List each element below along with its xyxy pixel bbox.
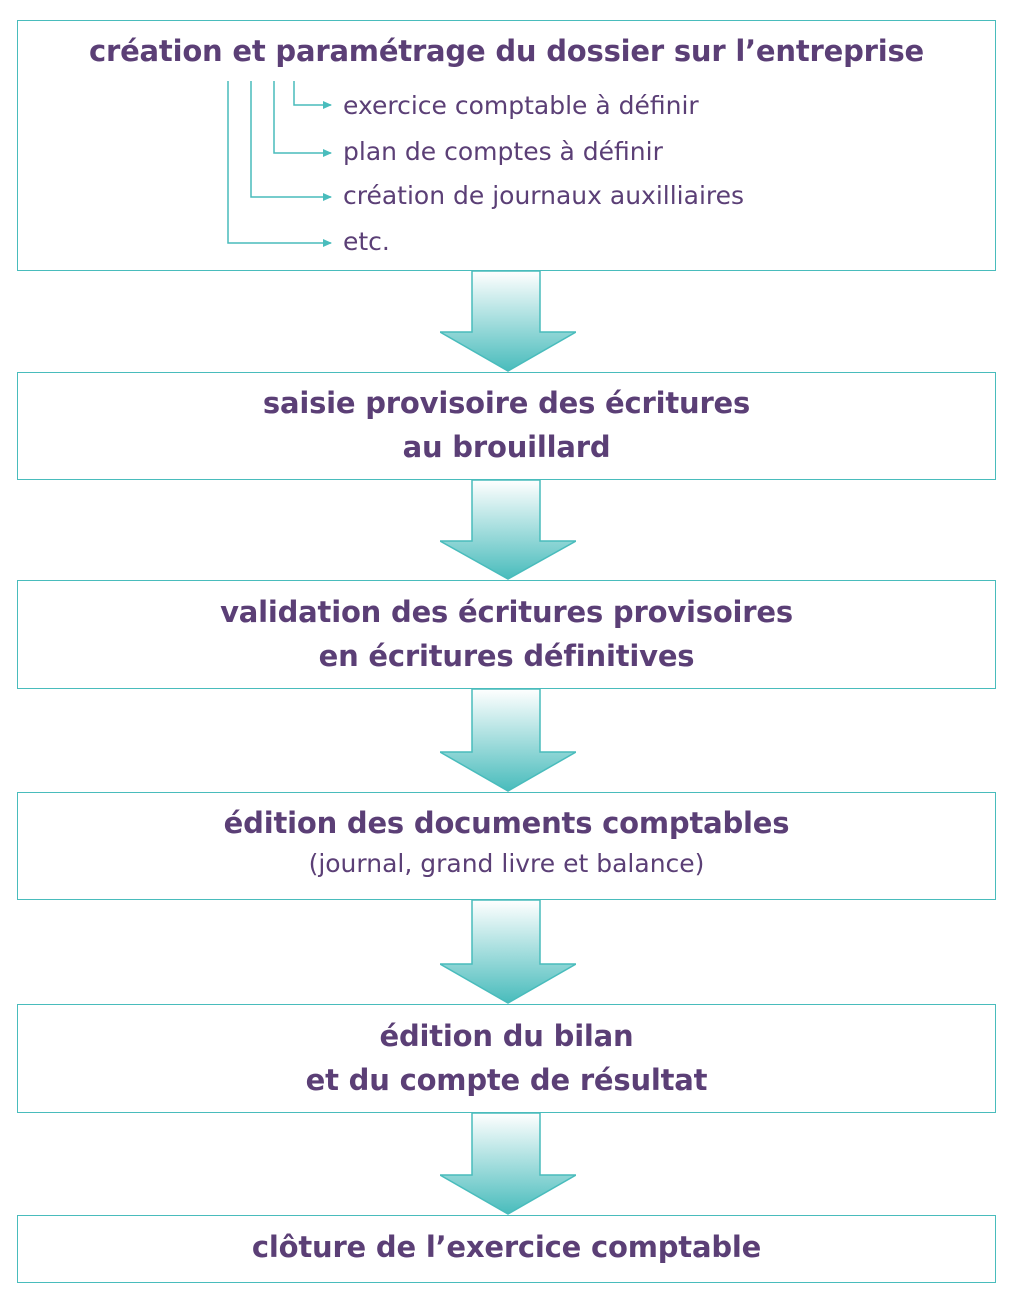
step-subtitle-documents: (journal, grand livre et balance) <box>308 849 705 878</box>
sub-item-exercice: exercice comptable à définir <box>343 91 699 120</box>
flow-arrow-1 <box>440 271 576 372</box>
sub-item-plan: plan de comptes à définir <box>343 137 663 166</box>
step-title-bilan-line2: et du compte de résultat <box>305 1063 708 1097</box>
sub-item-journaux: création de journaux auxilliaires <box>343 181 745 210</box>
step-title-validation-line2: en écritures définitives <box>318 639 695 673</box>
step-box-bilan: édition du bilan et du compte de résulta… <box>17 1004 996 1113</box>
flow-arrow-4 <box>440 900 576 1004</box>
connector-exercice <box>293 81 332 109</box>
sub-item-etc: etc. <box>343 227 390 256</box>
connector-plan <box>273 81 332 157</box>
step-title-setup: création et paramétrage du dossier sur l… <box>88 34 925 68</box>
step-title-documents: édition des documents comptables <box>223 806 790 840</box>
step-title-saisie-line2: au brouillard <box>402 430 611 464</box>
step-box-cloture: clôture de l’exercice comptable <box>17 1215 996 1283</box>
connector-journaux <box>250 81 332 201</box>
connector-lines <box>227 81 332 247</box>
step-box-validation: validation des écritures provisoires en … <box>17 580 996 689</box>
flow-arrow-5 <box>440 1113 576 1215</box>
connector-etc <box>227 81 332 247</box>
step-title-bilan-line1: édition du bilan <box>379 1019 634 1053</box>
flow-arrow-3 <box>440 689 576 792</box>
step-title-saisie-line1: saisie provisoire des écritures <box>262 386 751 420</box>
step-title-validation-line1: validation des écritures provisoires <box>220 595 793 629</box>
step-box-documents: édition des documents comptables (journa… <box>17 792 996 900</box>
step-box-saisie: saisie provisoire des écritures au broui… <box>17 372 996 480</box>
step-title-cloture: clôture de l’exercice comptable <box>251 1230 762 1264</box>
step-box-setup: création et paramétrage du dossier sur l… <box>17 20 996 271</box>
flow-arrow-2 <box>440 480 576 580</box>
